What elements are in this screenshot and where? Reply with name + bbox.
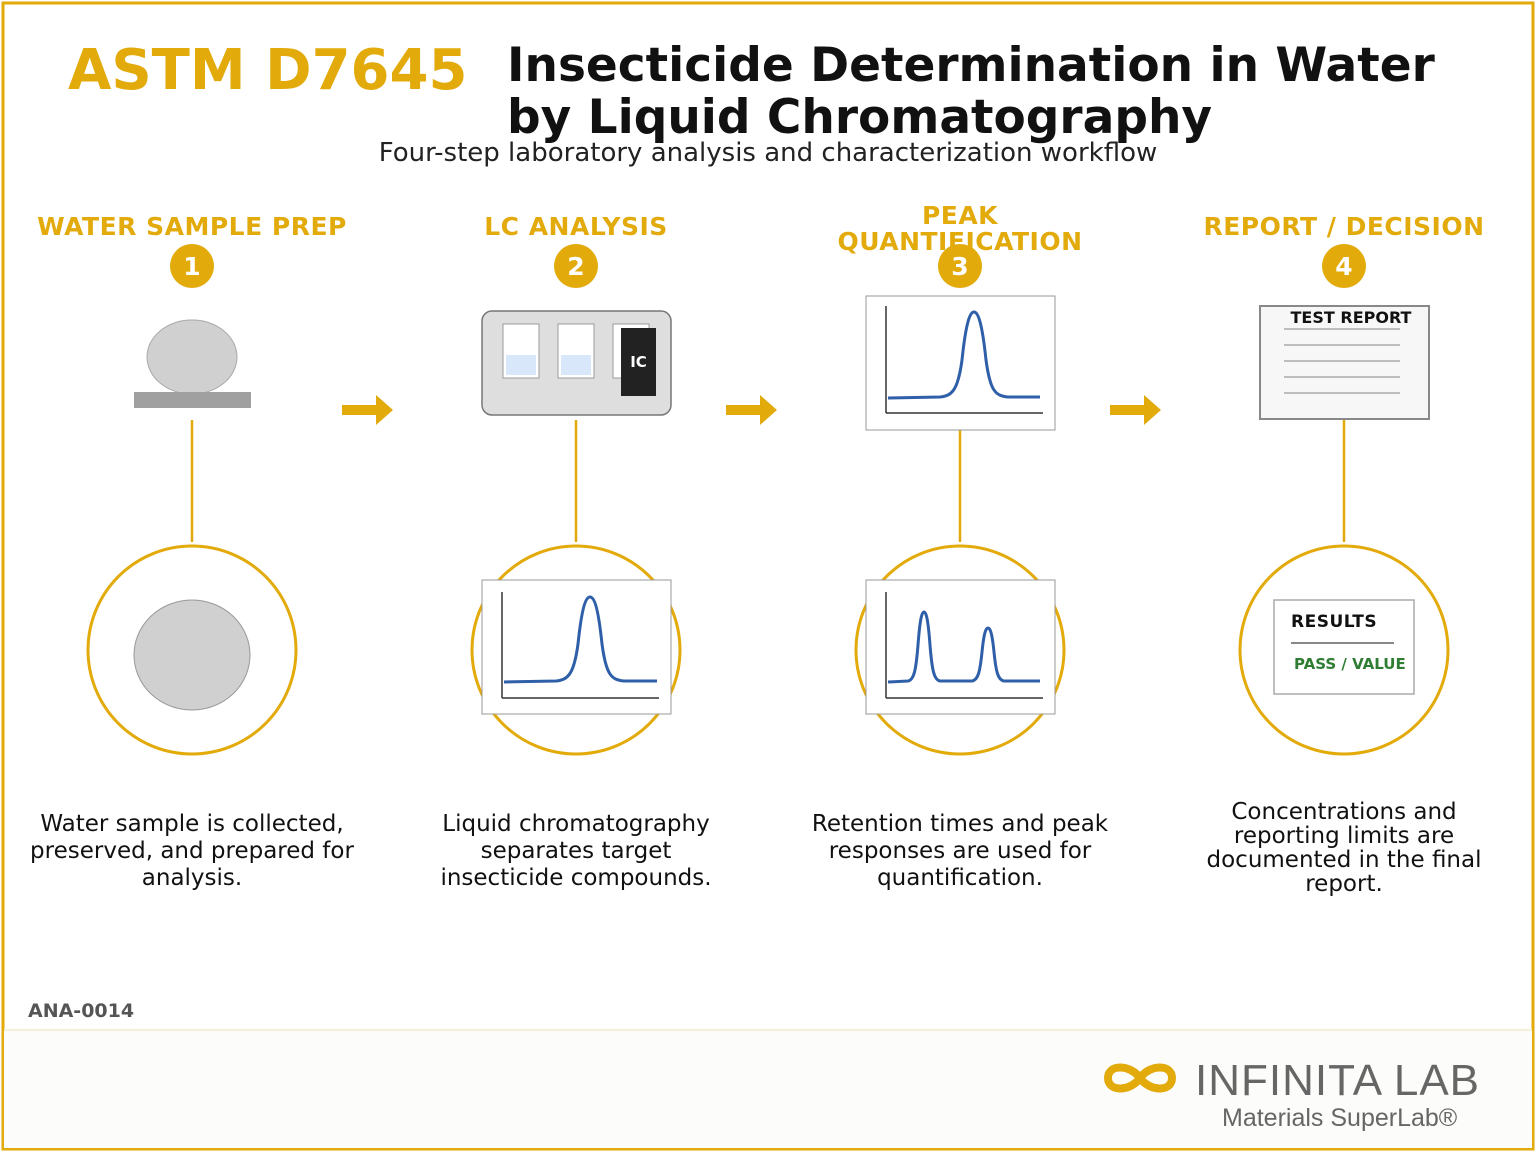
- arrow-right-icon: [342, 395, 393, 425]
- step-4-title: REPORT / DECISION: [1203, 212, 1485, 241]
- footer-band: [4, 1030, 1532, 1148]
- test-report-label: TEST REPORT: [1290, 308, 1412, 327]
- instrument-label: IC: [630, 353, 647, 371]
- chromatogram-icon: [865, 295, 1056, 431]
- step-badge-3: [938, 244, 982, 288]
- water-sample-icon: [134, 319, 251, 408]
- page-subtitle: Four-step laboratory analysis and charac…: [378, 138, 1158, 168]
- step-1-description: Water sample is collected, preserved, an…: [30, 811, 354, 891]
- step-badge-1: [170, 244, 214, 288]
- arrow-right-icon: [1110, 395, 1161, 425]
- two-peak-chromatogram-icon: [865, 579, 1056, 715]
- page-title: Insecticide Determination in Water by Li…: [507, 40, 1507, 144]
- step-2-number: 2: [567, 252, 585, 281]
- step-1-title: WATER SAMPLE PREP: [37, 212, 347, 241]
- results-card-icon: [1273, 599, 1415, 695]
- step-3-title-line-2: QUANTIFICATION: [837, 227, 1083, 256]
- step-3-title: PEAK QUANTIFICATION: [800, 203, 1120, 255]
- title-line-2: by Liquid Chromatography: [507, 90, 1213, 145]
- infinity-logo-icon: [1103, 1063, 1177, 1093]
- brand-tagline: Materials SuperLab®: [1222, 1104, 1458, 1132]
- step-badge-2: [554, 244, 598, 288]
- step-3-description: Retention times and peak responses are u…: [811, 811, 1109, 891]
- step-2-title: LC ANALYSIS: [484, 212, 668, 241]
- title-line-1: Insecticide Determination in Water: [507, 38, 1435, 93]
- step-3-number: 3: [951, 252, 969, 281]
- document-id: ANA-0014: [28, 1000, 135, 1022]
- results-label: RESULTS: [1291, 612, 1378, 632]
- chromatogram-detail-icon: [481, 579, 672, 715]
- step-1-number: 1: [183, 252, 201, 281]
- sample-disc-icon: [133, 599, 251, 711]
- lc-instrument-icon: [481, 310, 672, 416]
- pass-value-label: PASS / VALUE: [1294, 655, 1406, 673]
- step-4-description: Concentrations and reporting limits are …: [1206, 799, 1482, 897]
- brand-name: INFINITA LAB: [1195, 1056, 1481, 1105]
- step-2-description: Liquid chromatography separates target i…: [440, 811, 712, 891]
- standard-code: ASTM D7645: [68, 38, 468, 103]
- test-report-icon: [1259, 305, 1430, 420]
- arrow-right-icon: [726, 395, 777, 425]
- step-4-number: 4: [1335, 252, 1353, 281]
- step-badge-4: [1322, 244, 1366, 288]
- step-3-title-line-1: PEAK: [921, 201, 999, 230]
